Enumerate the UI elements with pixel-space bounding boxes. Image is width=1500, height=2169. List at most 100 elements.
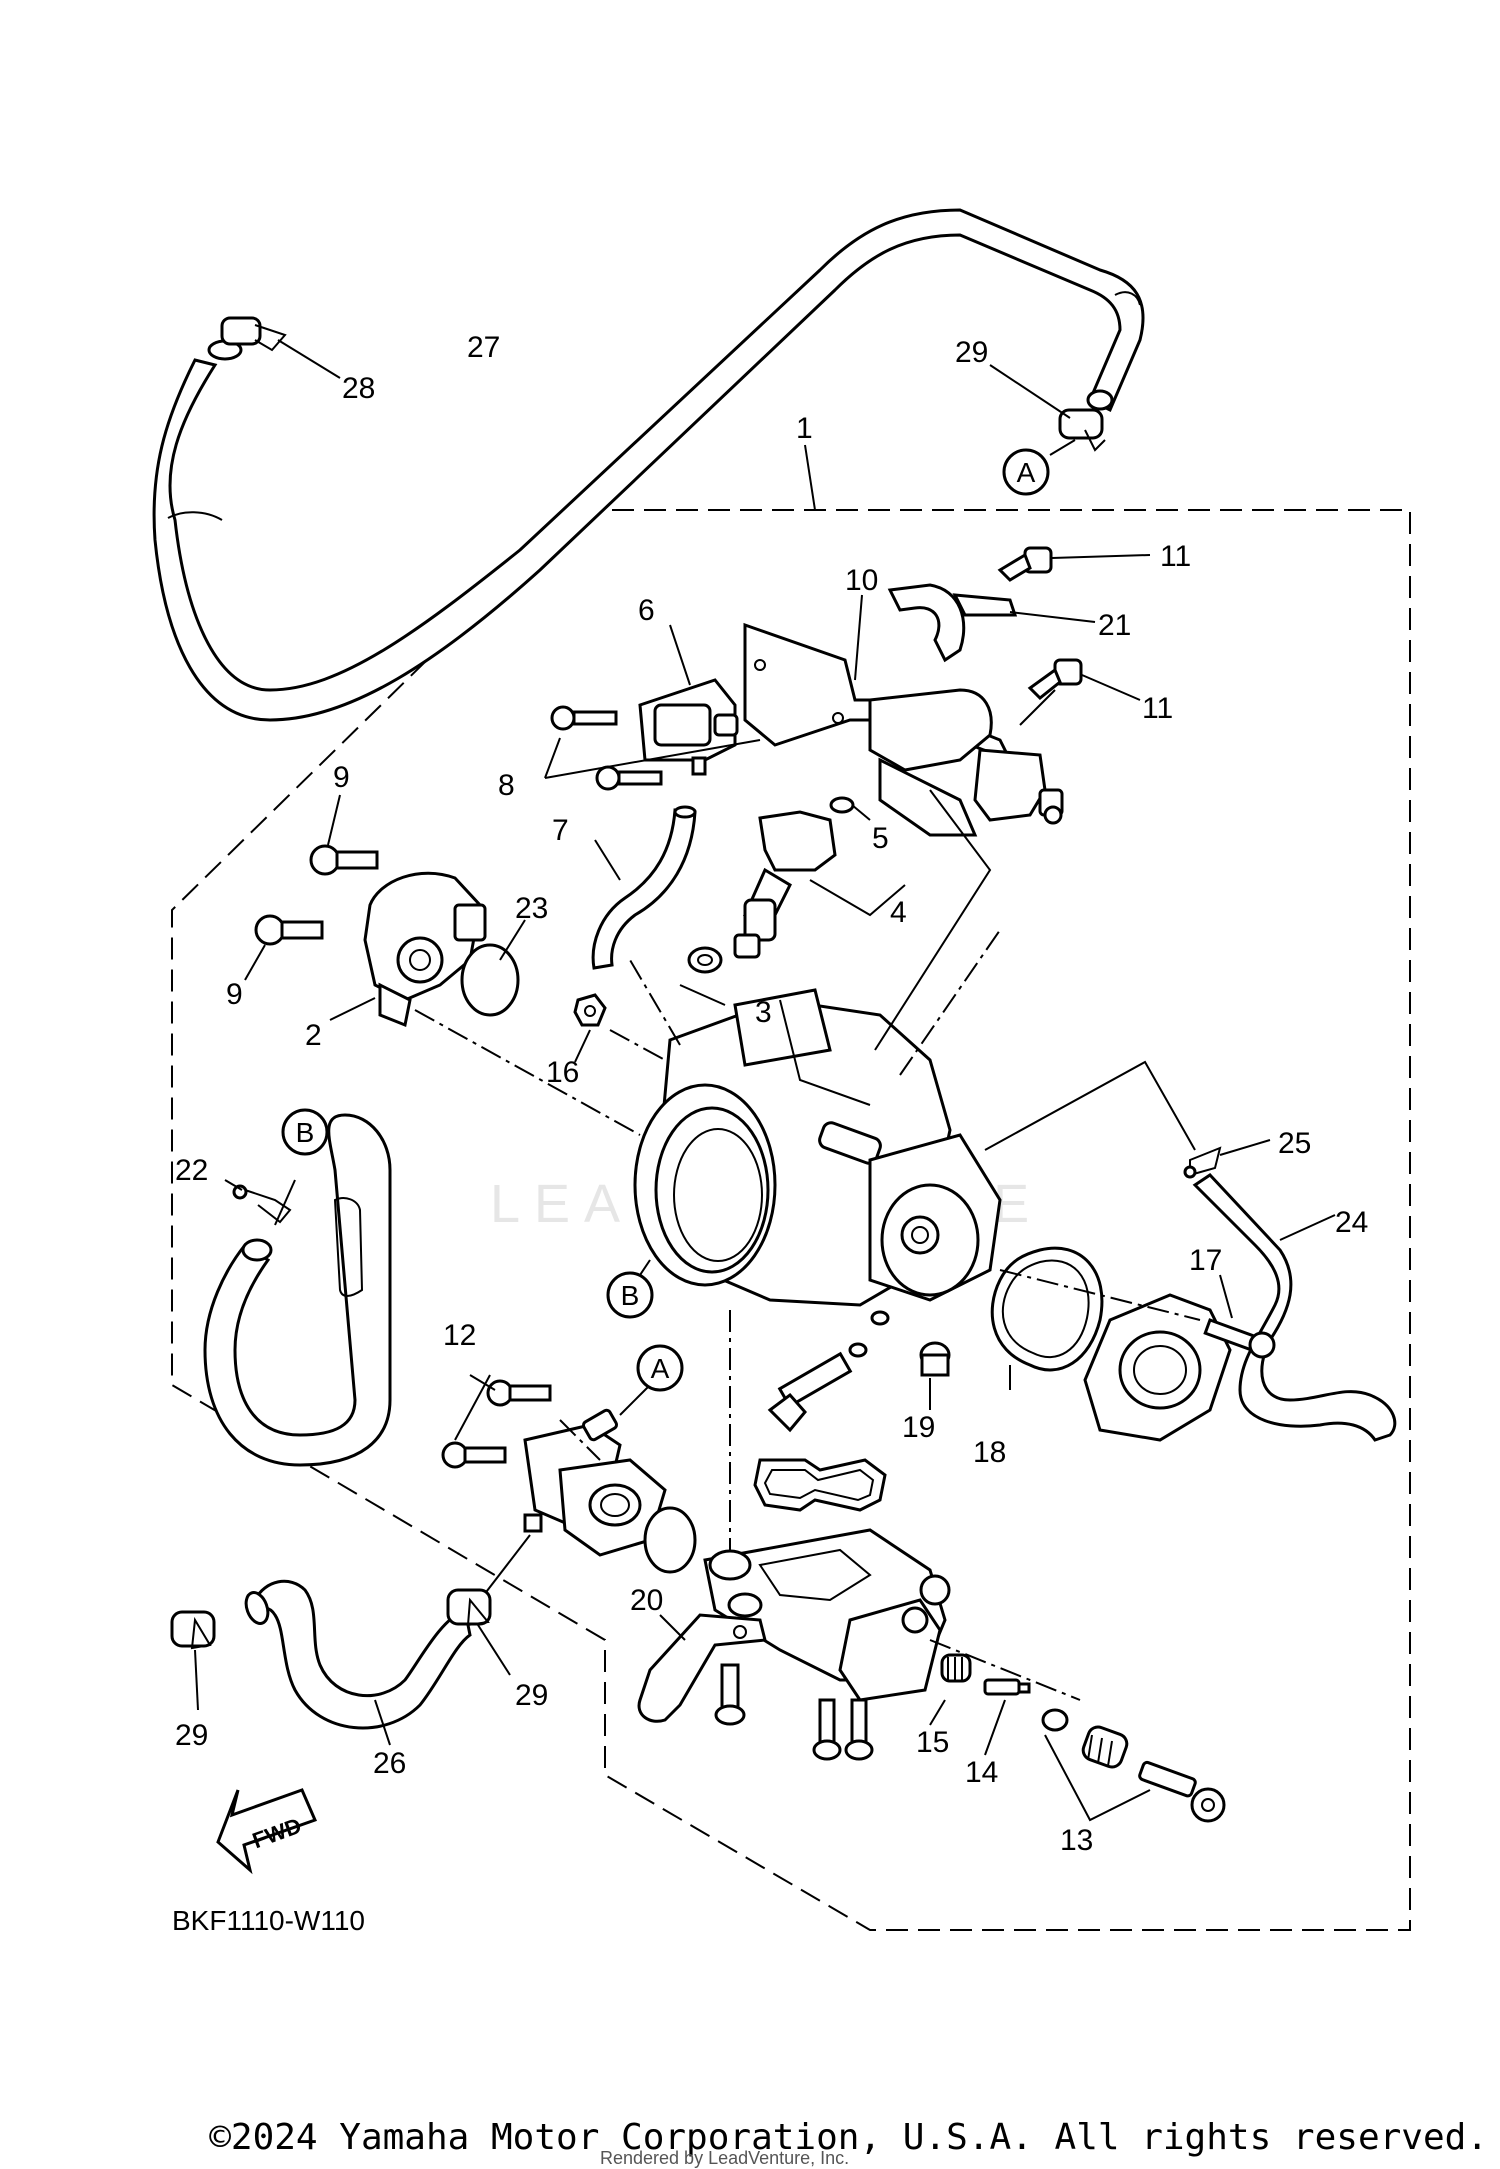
gasket-18	[990, 1246, 1104, 1372]
cover-plate	[1083, 1293, 1232, 1442]
callout-29-left: 29	[175, 1719, 208, 1752]
chain-17	[999, 1269, 1201, 1321]
chain-7	[629, 959, 681, 1046]
leader-24	[1279, 1214, 1336, 1241]
screw-9-left	[254, 914, 324, 946]
elbow-fitting	[523, 1408, 667, 1557]
leader-13	[1044, 1734, 1151, 1822]
adjust-screw	[767, 1310, 890, 1433]
leader-11-top	[1051, 554, 1151, 559]
bracket-21	[887, 583, 1018, 663]
callout-23: 23	[515, 892, 548, 925]
leader-9-top	[327, 794, 341, 846]
spring-13	[1041, 1708, 1226, 1823]
callout-29-right: 29	[515, 1679, 548, 1712]
ref-A-mid: A	[636, 1344, 684, 1392]
screw-9-top	[309, 844, 379, 876]
callout-18: 18	[973, 1436, 1006, 1469]
spring-15	[940, 1653, 972, 1683]
seal-3	[687, 946, 723, 974]
callout-2: 2	[305, 1019, 322, 1052]
ref-B-body: B	[606, 1271, 654, 1319]
callout-14: 14	[965, 1756, 998, 1789]
diagram-code: BKF1110-W110	[172, 1905, 365, 1936]
leader-11-mid	[1081, 674, 1141, 701]
callout-11-mid: 11	[1142, 692, 1173, 725]
hose-26	[244, 1579, 472, 1730]
rendered-by-credit: Rendered by LeadVenture, Inc.	[600, 2148, 850, 2168]
callout-26: 26	[373, 1747, 406, 1780]
leader-2	[329, 997, 376, 1021]
leader-7	[594, 839, 621, 881]
callout-7: 7	[552, 814, 569, 847]
leader-assembly	[874, 789, 992, 1051]
callout-20: 20	[630, 1584, 663, 1617]
leader-8-b	[544, 739, 761, 779]
callout-8: 8	[498, 769, 515, 802]
leader-6	[669, 624, 691, 686]
idle-housing	[703, 1528, 951, 1702]
chain-2	[414, 1009, 641, 1136]
leader-24-chain	[984, 1060, 1196, 1151]
callout-4: 4	[890, 896, 907, 929]
nut-16	[573, 993, 607, 1027]
leader-1	[804, 444, 816, 511]
gasket-lower	[753, 1458, 887, 1512]
callout-19: 19	[902, 1411, 935, 1444]
callout-16: 16	[546, 1056, 579, 1089]
chain-12	[559, 1419, 601, 1461]
svg-text:B: B	[621, 1280, 640, 1311]
assembly-boundary	[171, 509, 1411, 1931]
leader-14	[984, 1699, 1006, 1756]
leader-28	[277, 339, 341, 379]
ref-A-top: A	[1002, 448, 1050, 496]
callout-6: 6	[638, 594, 655, 627]
hose-left	[203, 1113, 392, 1467]
leader-29-top	[989, 364, 1071, 419]
callout-9-left: 9	[226, 978, 243, 1011]
leader-12-b	[469, 1374, 496, 1391]
leader-17	[1219, 1274, 1233, 1319]
clamp-29-right	[446, 1588, 492, 1627]
callout-29-top: 29	[955, 336, 988, 369]
callout-3: 3	[755, 996, 772, 1029]
screw-12-a	[486, 1379, 552, 1407]
leader-15	[929, 1699, 946, 1726]
callout-12: 12	[443, 1319, 476, 1352]
leader-5	[851, 804, 871, 821]
callout-28: 28	[342, 372, 375, 405]
leader-4	[809, 879, 906, 917]
injector-4	[733, 810, 837, 959]
clip-22	[232, 1184, 292, 1224]
leader-22	[224, 1179, 243, 1191]
screw-8-b	[595, 765, 663, 791]
callout-1: 1	[796, 412, 813, 445]
callout-27: 27	[467, 331, 500, 364]
leader-29-left	[194, 1649, 199, 1711]
leader-29-right	[477, 1624, 511, 1676]
o-ring-5	[829, 796, 855, 814]
svg-text:A: A	[1017, 457, 1036, 488]
svg-text:B: B	[296, 1117, 315, 1148]
leader-10	[854, 594, 863, 681]
fwd-arrow-icon: FWD	[216, 1788, 318, 1875]
leader-26	[374, 1699, 391, 1746]
screw-20	[714, 1663, 746, 1726]
clip-25	[1183, 1146, 1222, 1179]
callout-22: 22	[175, 1154, 208, 1187]
leader-A-top	[1049, 439, 1076, 456]
ref-B-left: B	[281, 1108, 329, 1156]
sensor-2	[363, 871, 487, 1028]
plug-19	[919, 1341, 951, 1377]
callout-5: 5	[872, 822, 889, 855]
screw-8-a	[550, 705, 618, 731]
callout-15: 15	[916, 1726, 949, 1759]
chain-injector	[899, 929, 1001, 1076]
leader-elbow	[479, 1534, 531, 1601]
idle-control-assembly	[868, 688, 1064, 837]
callout-10: 10	[845, 564, 878, 597]
screw-12-b	[441, 1441, 507, 1469]
o-ring-lower	[643, 1506, 697, 1574]
clamp-28	[220, 316, 287, 352]
hose-27	[152, 208, 1145, 722]
